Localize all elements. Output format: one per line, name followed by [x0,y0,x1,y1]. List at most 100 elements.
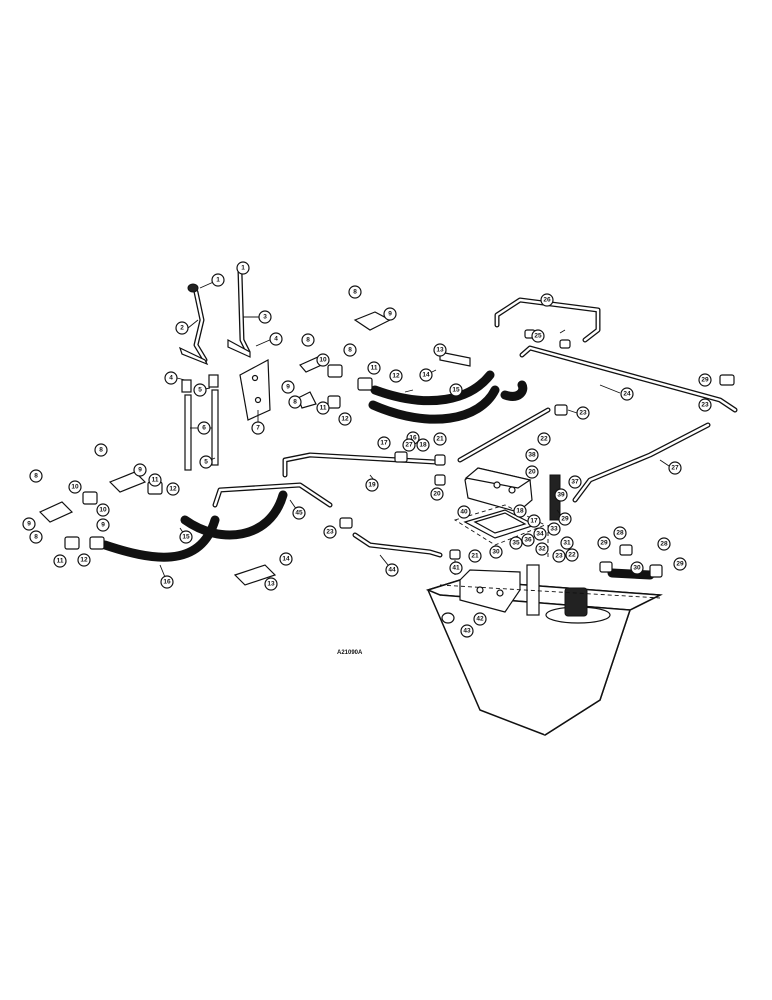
callout-27b: 27 [402,438,416,452]
callout-22b: 22 [565,548,579,562]
callout-label: 8 [293,399,297,406]
callout-label: 22 [568,552,576,559]
callout-10a: 10 [316,353,330,367]
callout-label: 8 [34,473,38,480]
callout-12d: 12 [77,553,91,567]
callout-14a: 14 [419,368,433,382]
callout-29c: 29 [673,557,687,571]
callout-label: 4 [169,375,173,382]
callout-label: 14 [422,372,430,379]
callout-label: 27 [405,442,413,449]
callout-24: 24 [620,387,634,401]
callout-19: 19 [365,478,379,492]
callout-23d: 23 [552,549,566,563]
callout-18a: 18 [416,438,430,452]
callout-label: 16 [409,435,417,442]
callout-label: 24 [623,391,631,398]
callout-17a: 17 [377,436,391,450]
callout-9c: 9 [133,463,147,477]
callout-label: 12 [169,486,177,493]
callout-label: 9 [101,522,105,529]
callout-label: 30 [492,549,500,556]
callout-label: 12 [80,557,88,564]
callout-label: 23 [326,529,334,536]
callout-label: 9 [388,311,392,318]
callout-label: 10 [99,507,107,514]
callout-22a: 22 [537,432,551,446]
control-rod-assembly [178,263,271,471]
callout-label: 9 [138,467,142,474]
callout-11d: 11 [53,554,67,568]
callout-label: 41 [452,565,460,572]
callout-label: 27 [671,465,679,472]
callout-label: 45 [295,510,303,517]
hose-30 [607,568,655,580]
callout-label: 10 [319,357,327,364]
callout-label: 44 [388,567,396,574]
callout-23b: 23 [698,398,712,412]
callout-23a: 23 [576,406,590,420]
callout-14b: 14 [279,552,293,566]
callout-11a: 11 [367,361,381,375]
callout-label: 29 [561,516,569,523]
callout-label: 7 [256,425,260,432]
callout-label: 23 [579,410,587,417]
control-valve [453,467,547,546]
callout-9a: 9 [383,307,397,321]
callout-label: 19 [368,482,376,489]
callout-label: 2 [180,325,184,332]
callout-8e: 8 [94,443,108,457]
callout-label: 15 [452,387,460,394]
callout-12a: 12 [389,369,403,383]
callout-8g: 8 [29,530,43,544]
callout-label: 15 [182,534,190,541]
callout-label: 22 [540,436,548,443]
callout-12c: 12 [166,482,180,496]
hydraulic-hoses [100,370,655,580]
callout-9e: 9 [96,518,110,532]
callout-5: 5 [193,383,207,397]
callout-28a: 28 [613,526,627,540]
callout-23c: 23 [323,525,337,539]
callout-label: 37 [571,479,579,486]
callout-10c: 10 [96,503,110,517]
callout-1b: 1 [236,261,250,275]
callout-label: 20 [528,469,536,476]
callout-label: 32 [538,546,546,553]
callout-label: 8 [348,347,352,354]
callout-11b: 11 [316,401,330,415]
callout-6: 6 [197,421,211,435]
callout-28b: 28 [657,537,671,551]
callout-39: 39 [554,488,568,502]
callout-7: 7 [251,421,265,435]
callout-label: 11 [152,477,159,484]
callout-label: 29 [676,561,684,568]
callout-36: 36 [521,533,535,547]
callout-9d: 9 [22,517,36,531]
callout-32: 32 [535,542,549,556]
callout-label: 9 [286,384,290,391]
callout-13b: 13 [264,577,278,591]
callout-label: 28 [616,530,624,537]
callout-8d: 8 [288,395,302,409]
callout-label: 5 [204,459,208,466]
callout-38: 38 [525,448,539,462]
callout-label: 11 [371,365,378,372]
callout-26: 26 [540,293,554,307]
callout-label: 11 [320,405,327,412]
fittings-and-clamps [38,311,735,586]
callout-label: 40 [460,509,468,516]
callout-label: 28 [660,541,668,548]
callout-label: 8 [306,337,310,344]
callout-27a: 27 [668,461,682,475]
callout-8a: 8 [348,285,362,299]
callout-label: 1 [216,277,220,284]
callout-33: 33 [547,522,561,536]
steel-tubes [212,297,738,558]
callout-label: 14 [282,556,290,563]
callout-label: 17 [380,440,388,447]
callout-label: 33 [550,526,558,533]
callout-45: 45 [292,506,306,520]
callout-3: 3 [258,310,272,324]
